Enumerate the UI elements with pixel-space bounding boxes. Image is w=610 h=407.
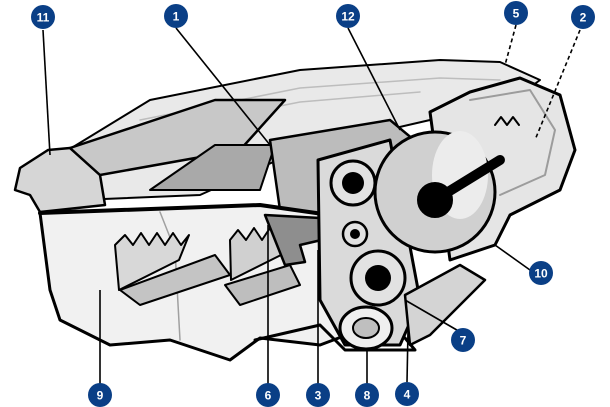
left-gear-assembly — [114, 232, 190, 291]
callout-label-6: 6 — [265, 389, 272, 403]
callout-label-10: 10 — [534, 267, 548, 281]
callout-5: 5 — [504, 1, 528, 25]
callout-10: 10 — [529, 261, 553, 285]
callout-label-4: 4 — [404, 388, 411, 402]
callout-label-8: 8 — [364, 389, 371, 403]
leader-line-11 — [42, 29, 51, 156]
drum-axle — [430, 155, 505, 205]
upper-roller-hub — [342, 172, 364, 194]
left-shutter-inner — [68, 98, 287, 177]
callout-12: 12 — [336, 4, 360, 28]
callout-2: 2 — [571, 5, 595, 29]
callout-label-1: 1 — [173, 10, 180, 24]
leader-line-1 — [175, 27, 271, 146]
callout-1: 1 — [164, 4, 188, 28]
leader-line-12 — [347, 27, 401, 131]
front-body-top-edge — [38, 203, 332, 217]
callout-label-5: 5 — [513, 7, 520, 21]
leader-line-10 — [494, 244, 531, 271]
callout-4: 4 — [395, 382, 419, 406]
mid-roller-hub — [350, 229, 360, 239]
leader-line-7 — [404, 299, 463, 334]
callout-label-9: 9 — [97, 389, 104, 403]
drum-housing-shade — [469, 89, 556, 196]
leader-line-2 — [534, 29, 581, 141]
developer-roller-hub — [365, 265, 391, 291]
callout-label-12: 12 — [341, 10, 355, 24]
leader-lines — [42, 24, 581, 385]
callout-9: 9 — [88, 383, 112, 407]
callout-8: 8 — [355, 383, 379, 407]
callout-11: 11 — [31, 5, 55, 29]
leader-line-5 — [504, 24, 517, 66]
callout-label-2: 2 — [580, 11, 587, 25]
base-plate — [253, 323, 417, 352]
cartridge-illustration — [13, 59, 577, 362]
callout-7: 7 — [451, 328, 475, 352]
callout-label-7: 7 — [460, 334, 467, 348]
callouts: 11 1 12 5 2 10 7 4 — [31, 1, 595, 407]
callout-6: 6 — [256, 383, 280, 407]
bottom-roller-core — [352, 317, 380, 339]
lower-guard — [403, 263, 487, 347]
callout-label-3: 3 — [315, 389, 322, 403]
leader-line-4 — [406, 329, 409, 383]
drum-housing-ribs — [494, 116, 520, 126]
callout-3: 3 — [306, 383, 330, 407]
callout-label-11: 11 — [37, 11, 50, 25]
